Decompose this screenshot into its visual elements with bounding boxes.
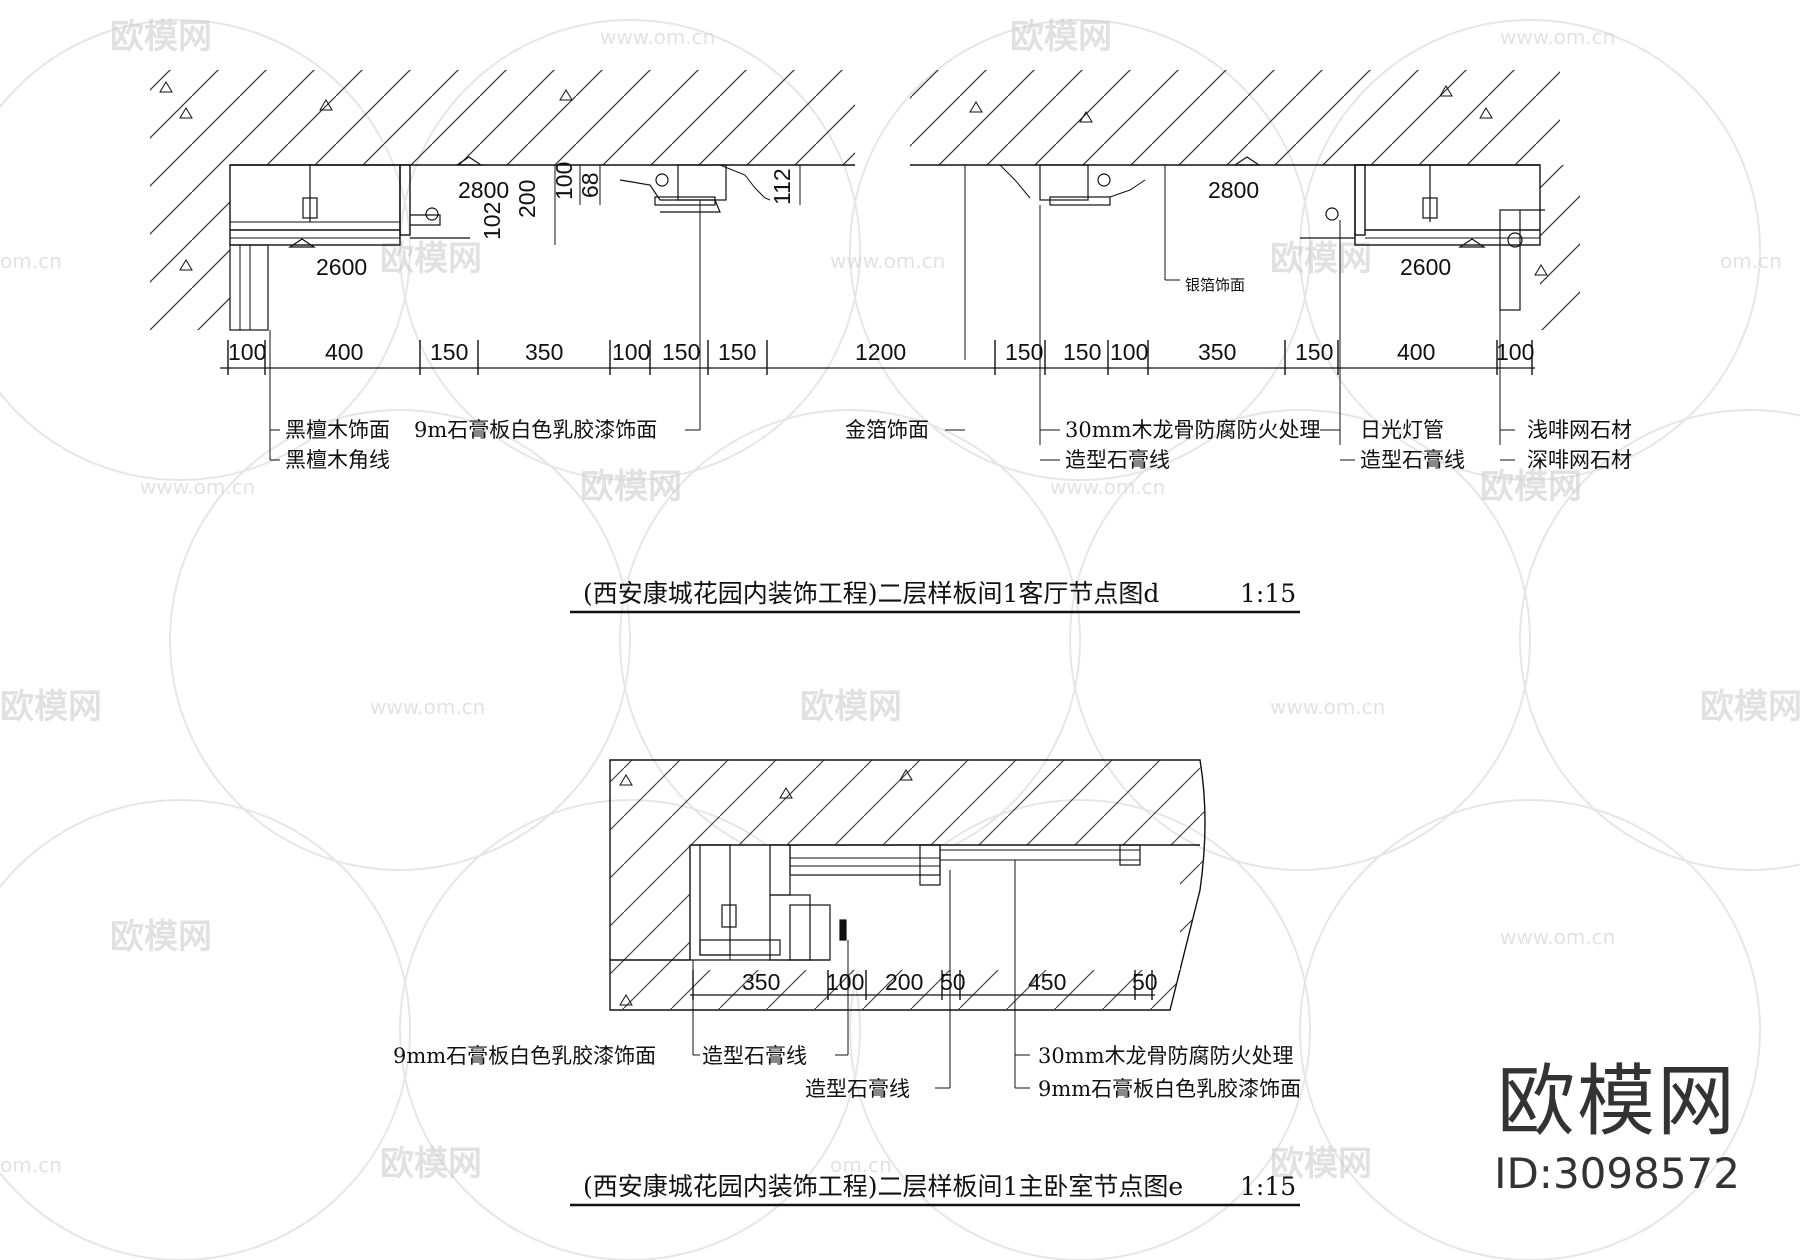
- dim-value: 50: [1132, 969, 1158, 995]
- dim-value: 400: [1397, 339, 1435, 365]
- watermark-brand: 欧模网: [580, 467, 682, 507]
- stone-edge: [1499, 209, 1521, 311]
- label-light-coffee: 浅啡网石材: [1527, 418, 1632, 442]
- dim-value: 400: [325, 339, 363, 365]
- watermark-brand: 欧模网: [1700, 687, 1800, 727]
- label-keel: 30mm木龙骨防腐防火处理: [1065, 418, 1321, 442]
- watermark-brand: 欧模网: [0, 687, 102, 727]
- watermark-url: www.om.cn: [370, 695, 485, 719]
- label-ebony-trim: 黑檀木角线: [285, 448, 390, 472]
- top-dim: 2600: [316, 254, 367, 280]
- dim-value: 50: [940, 969, 966, 995]
- dim-value: 350: [742, 969, 780, 995]
- detail-e: [570, 759, 1300, 1207]
- watermark-brand: 欧模网: [380, 1144, 482, 1184]
- watermark-url: www.om.cn: [1500, 925, 1615, 949]
- watermark-brand: 欧模网: [1270, 1144, 1372, 1184]
- label-dark-coffee: 深啡网石材: [1527, 448, 1632, 472]
- top-dim: 112: [769, 168, 795, 205]
- watermark-brand: 欧模网: [800, 687, 902, 727]
- watermark-brand: 欧模网: [110, 917, 212, 957]
- watermark-url: www.om.cn: [140, 475, 255, 499]
- dim-value: 100: [228, 339, 266, 365]
- top-dim: 68: [577, 172, 603, 198]
- watermark-url: www.om.cn: [1270, 695, 1385, 719]
- top-dim: 2800: [458, 177, 509, 203]
- label-tube: 日光灯管: [1360, 418, 1444, 442]
- watermark-brand: 欧模网: [1010, 17, 1112, 57]
- leader-lines: [270, 279, 1515, 461]
- watermark-url: om.cn: [1720, 249, 1782, 273]
- label-plaster-line: 造型石膏线: [1065, 448, 1170, 472]
- dim-value: 350: [525, 339, 563, 365]
- leaf-label: 银箔饰面: [1185, 276, 1245, 294]
- label-gypsum-9mm: 9mm石膏板白色乳胶漆饰面: [393, 1044, 656, 1068]
- dim-value: 450: [1028, 969, 1066, 995]
- watermark-url: www.om.cn: [1500, 25, 1615, 49]
- detail-d-texts: 2800 200 100 68 102 112 2800 2600 2600 银…: [228, 162, 1632, 608]
- scale-e: 1:15: [1240, 1172, 1296, 1201]
- dim-value: 1200: [855, 339, 906, 365]
- recess-left: [229, 164, 401, 246]
- label-plaster-line-b: 造型石膏线: [805, 1077, 910, 1101]
- top-dim: 102: [479, 202, 505, 240]
- watermark-url: om.cn: [0, 1153, 62, 1177]
- detail-e-texts: 350 100 200 50 450 50 9mm石膏板白色乳胶漆饰面 造型石膏…: [393, 969, 1301, 1201]
- watermark-brand: 欧模网: [110, 17, 212, 57]
- detail-d: [150, 70, 1580, 614]
- top-dim: 100: [551, 162, 577, 200]
- label-gypsum-9mm-b: 9mm石膏板白色乳胶漆饰面: [1038, 1077, 1301, 1101]
- dimension-ticks: [227, 340, 1533, 375]
- brand-id: ID:3098572: [1494, 1149, 1740, 1198]
- dim-value: 200: [885, 969, 923, 995]
- title-e: (西安康城花园内装饰工程)二层样板间1主卧室节点图e: [583, 1172, 1183, 1201]
- dim-value: 150: [430, 339, 468, 365]
- label-ebony-face: 黑檀木饰面: [285, 418, 390, 442]
- dim-value: 150: [662, 339, 700, 365]
- watermark-url: om.cn: [0, 249, 62, 273]
- dim-value: 100: [612, 339, 650, 365]
- watermark-texts: 欧模网 欧模网 www.om.cn www.om.cn 欧模网 欧模网 om.c…: [0, 17, 1800, 1184]
- watermark-brand: 欧模网: [1480, 467, 1582, 507]
- dim-value: 150: [718, 339, 756, 365]
- dim-value: 150: [1295, 339, 1333, 365]
- ebony-trim: [229, 244, 269, 331]
- dim-value: 100: [826, 969, 864, 995]
- label-gypsum: 9m石膏板白色乳胶漆饰面: [414, 418, 657, 442]
- watermark-url: www.om.cn: [600, 25, 715, 49]
- concrete-slab-hatch: [910, 70, 1560, 165]
- aggregate-marks: [159, 81, 1548, 276]
- top-dim: 200: [514, 180, 540, 218]
- dim-value: 150: [1005, 339, 1043, 365]
- dim-value: 150: [1063, 339, 1101, 365]
- label-keel-e: 30mm木龙骨防腐防火处理: [1038, 1044, 1294, 1068]
- watermark-url: www.om.cn: [1050, 475, 1165, 499]
- label-plaster-line-a: 造型石膏线: [702, 1044, 807, 1068]
- brand-mark: 欧模网 ID:3098572: [1494, 1063, 1740, 1198]
- dim-value: 100: [1496, 339, 1534, 365]
- title-d: (西安康城花园内装饰工程)二层样板间1客厅节点图d: [583, 579, 1159, 608]
- concrete-slab-hatch: [150, 70, 855, 165]
- top-dim: 2800: [1208, 177, 1259, 203]
- dim-value: 350: [1198, 339, 1236, 365]
- brand-name: 欧模网: [1497, 1057, 1738, 1147]
- top-dim: 2600: [1400, 254, 1451, 280]
- wall-hatch: [1540, 165, 1580, 330]
- scale-d: 1:15: [1240, 579, 1296, 608]
- watermark-url: om.cn: [830, 1153, 892, 1177]
- dim-value: 100: [1110, 339, 1148, 365]
- label-plaster-line2: 造型石膏线: [1360, 448, 1465, 472]
- wall-hatch: [150, 165, 230, 330]
- watermark-url: www.om.cn: [830, 249, 945, 273]
- label-gold-leaf: 金箔饰面: [845, 418, 929, 442]
